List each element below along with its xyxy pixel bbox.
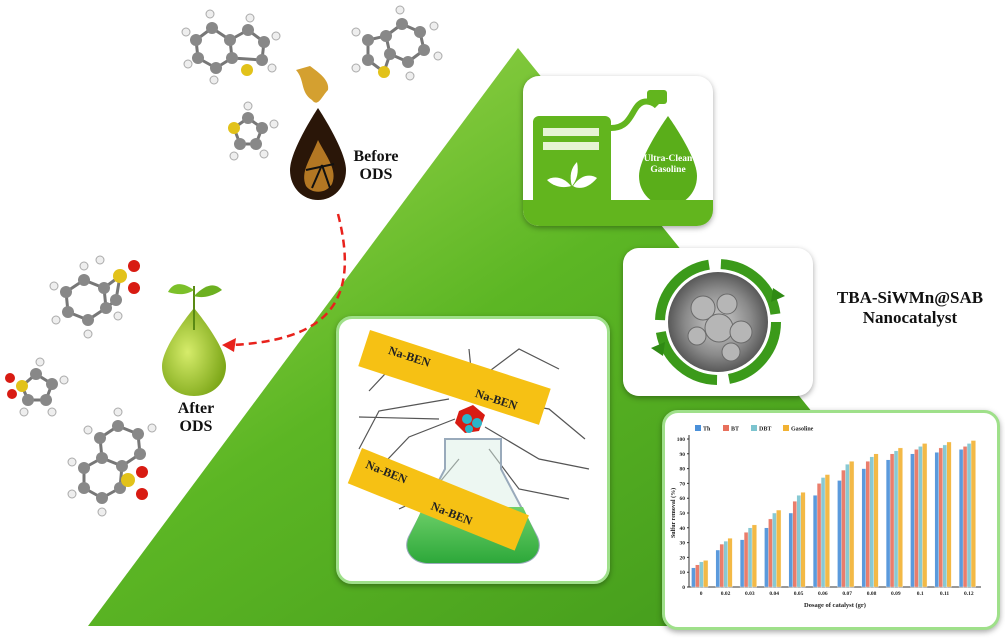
legend-swatch-Th xyxy=(695,425,701,431)
y-tick-label-9: 90 xyxy=(680,452,686,458)
fuel-label-line2: Gasoline xyxy=(650,164,686,175)
leaf-icon xyxy=(547,162,597,188)
fuel-pump-icon xyxy=(523,90,713,226)
bar-Gasoline-4 xyxy=(800,492,806,588)
benzothiophene-molecule-top xyxy=(351,5,443,81)
x-tick-label-1: 0.02 xyxy=(721,591,731,597)
bar-Gasoline-3 xyxy=(776,509,782,588)
legend-swatch-Gasoline xyxy=(783,425,789,431)
catalyst-label-line1: TBA-SiWMn@SAB xyxy=(836,288,984,307)
fuel-label: Ultra-Clean Gasoline xyxy=(636,154,700,176)
recycle-arrows-icon xyxy=(651,259,785,385)
thiophene-molecule-top xyxy=(228,101,279,161)
x-tick-label-10: 0.11 xyxy=(940,591,950,597)
after-label-line1: After xyxy=(177,400,215,417)
x-tick-label-9: 0.1 xyxy=(917,591,924,597)
bar-Gasoline-10 xyxy=(946,441,952,588)
before-ods-label: Before ODS xyxy=(346,148,406,185)
catalyst-cluster xyxy=(455,405,485,433)
x-tick-label-5: 0.06 xyxy=(818,591,828,597)
thiophene-sulfone-left xyxy=(5,357,69,417)
y-tick-label-8: 80 xyxy=(680,467,686,473)
ods-arrow xyxy=(231,213,347,347)
y-tick-label-10: 100 xyxy=(677,437,686,443)
catalyst-sem-card xyxy=(623,248,813,396)
y-tick-label-3: 30 xyxy=(680,541,686,547)
fuel-label-line1: Ultra-Clean xyxy=(643,154,693,164)
after-label-line2: ODS xyxy=(179,418,213,436)
legend-label-Th: Th xyxy=(703,427,711,433)
arrowhead-icon xyxy=(222,338,236,352)
bar-Gasoline-9 xyxy=(922,443,928,588)
x-tick-label-0: 0 xyxy=(700,591,703,597)
y-tick-label-2: 20 xyxy=(680,555,686,561)
x-tick-label-2: 0.03 xyxy=(745,591,755,597)
x-tick-label-8: 0.09 xyxy=(891,591,901,597)
legend-swatch-DBT xyxy=(751,425,757,431)
dibenzothiophene-sulfone-left xyxy=(49,255,140,339)
legend-label-BT: BT xyxy=(731,427,739,433)
y-tick-label-5: 50 xyxy=(680,511,686,517)
bar-Gasoline-0 xyxy=(703,560,709,588)
bar-Gasoline-1 xyxy=(727,537,733,588)
legend-swatch-BT xyxy=(723,425,729,431)
na-ben-label-1: Na-BEN xyxy=(386,343,433,370)
catalyst-label-line2: Nanocatalyst xyxy=(862,307,958,327)
y-tick-label-6: 60 xyxy=(680,496,686,502)
bar-Gasoline-2 xyxy=(751,524,757,588)
dibenzothiophene-molecule-top xyxy=(181,9,281,85)
plant-drop-icon xyxy=(162,284,226,396)
y-tick-label-0: 0 xyxy=(682,585,685,591)
bar-Gasoline-11 xyxy=(970,440,976,588)
y-tick-label-7: 70 xyxy=(680,481,686,487)
bar-Gasoline-6 xyxy=(849,461,855,588)
x-axis-label: Dosage of catalyst (gr) xyxy=(804,602,866,609)
catalyst-label: TBA-SiWMn@SAB Nanocatalyst xyxy=(820,288,1000,327)
ultra-clean-gasoline-card: Ultra-Clean Gasoline xyxy=(523,76,713,226)
after-ods-label: After ODS xyxy=(168,400,224,437)
y-tick-label-1: 10 xyxy=(680,570,686,576)
x-tick-label-11: 0.12 xyxy=(964,591,974,597)
x-tick-label-4: 0.05 xyxy=(794,591,804,597)
y-tick-label-4: 40 xyxy=(680,526,686,532)
dibenzothiophene-sulfone-bottom xyxy=(67,407,157,517)
x-tick-label-6: 0.07 xyxy=(842,591,852,597)
oil-drop-icon xyxy=(290,66,346,200)
before-label-line1: Before xyxy=(353,148,399,165)
legend-label-DBT: DBT xyxy=(759,427,771,433)
x-tick-label-7: 0.08 xyxy=(867,591,877,597)
x-tick-label-3: 0.04 xyxy=(769,591,779,597)
legend-label-Gasoline: Gasoline xyxy=(791,427,814,433)
bar-Gasoline-5 xyxy=(824,474,830,588)
y-axis-label: Sulfur removal (%) xyxy=(670,488,677,538)
bar-Gasoline-8 xyxy=(897,447,903,588)
bar-Gasoline-7 xyxy=(873,453,879,588)
before-label-line2: ODS xyxy=(359,166,393,184)
